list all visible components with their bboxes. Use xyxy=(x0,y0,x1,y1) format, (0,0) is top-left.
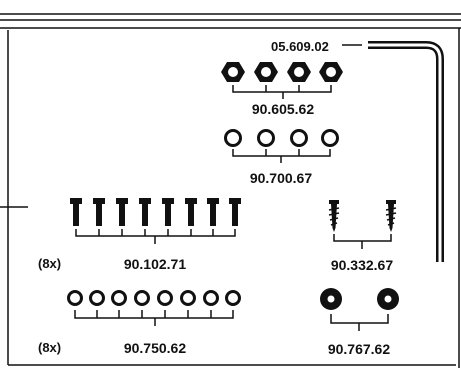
flat-washer-icon xyxy=(180,290,196,306)
hex-nut-icon xyxy=(287,62,311,82)
bolt-quantity: (8x) xyxy=(38,256,61,271)
bolt-icon xyxy=(185,198,197,226)
wood-screw-icon xyxy=(328,200,340,232)
thick-washer-group xyxy=(320,288,399,331)
allen-key-code: 05.609.02 xyxy=(271,39,329,54)
flat-washer-icon xyxy=(89,290,105,306)
flat-washer-icon xyxy=(203,290,219,306)
flat-washer-icon xyxy=(67,290,83,306)
flat-washer-icon xyxy=(111,290,127,306)
flat-washer-icon xyxy=(134,290,150,306)
bolt-bracket xyxy=(75,229,236,244)
washer-group xyxy=(67,290,241,326)
ring-code: 90.700.67 xyxy=(250,170,312,186)
ring-washer-icon xyxy=(257,129,275,147)
thick-washer-icon xyxy=(320,288,342,310)
bolt-icon xyxy=(162,198,174,226)
ring-washer-icon xyxy=(224,129,242,147)
hex-nut-icon xyxy=(254,62,278,82)
bolt-icon xyxy=(207,198,219,226)
ring-washer-icon xyxy=(321,129,339,147)
bolt-icon xyxy=(116,198,128,226)
hex-nut-group xyxy=(221,62,343,99)
bolt-icon xyxy=(139,198,151,226)
hex-nut-code: 90.605.62 xyxy=(252,101,314,117)
ring-bracket xyxy=(232,149,331,163)
washer-quantity: (8x) xyxy=(38,340,61,355)
washer-bracket xyxy=(74,310,234,326)
thick-washer-icon xyxy=(377,288,399,310)
ring-washer-icon xyxy=(290,129,308,147)
hex-nut-icon xyxy=(319,62,343,82)
bolt-icon xyxy=(70,198,82,226)
frame xyxy=(0,13,461,368)
washer-code: 90.750.62 xyxy=(124,340,186,356)
bolt-code: 90.102.71 xyxy=(124,256,186,272)
bolt-group xyxy=(70,198,241,244)
hex-nut-icon xyxy=(221,62,245,82)
screw-code: 90.332.67 xyxy=(331,257,393,273)
bolt-icon xyxy=(229,198,241,226)
screw-bracket xyxy=(333,234,392,249)
flat-washer-icon xyxy=(225,290,241,306)
flat-washer-icon xyxy=(157,290,173,306)
allen-key-icon xyxy=(342,41,444,262)
thick-washer-code: 90.767.62 xyxy=(328,341,390,357)
ring-group xyxy=(224,129,339,163)
bolt-icon xyxy=(93,198,105,226)
hex-nut-bracket xyxy=(232,85,332,99)
screw-group xyxy=(328,200,397,249)
wood-screw-icon xyxy=(385,200,397,232)
thick-washer-bracket xyxy=(330,314,389,331)
